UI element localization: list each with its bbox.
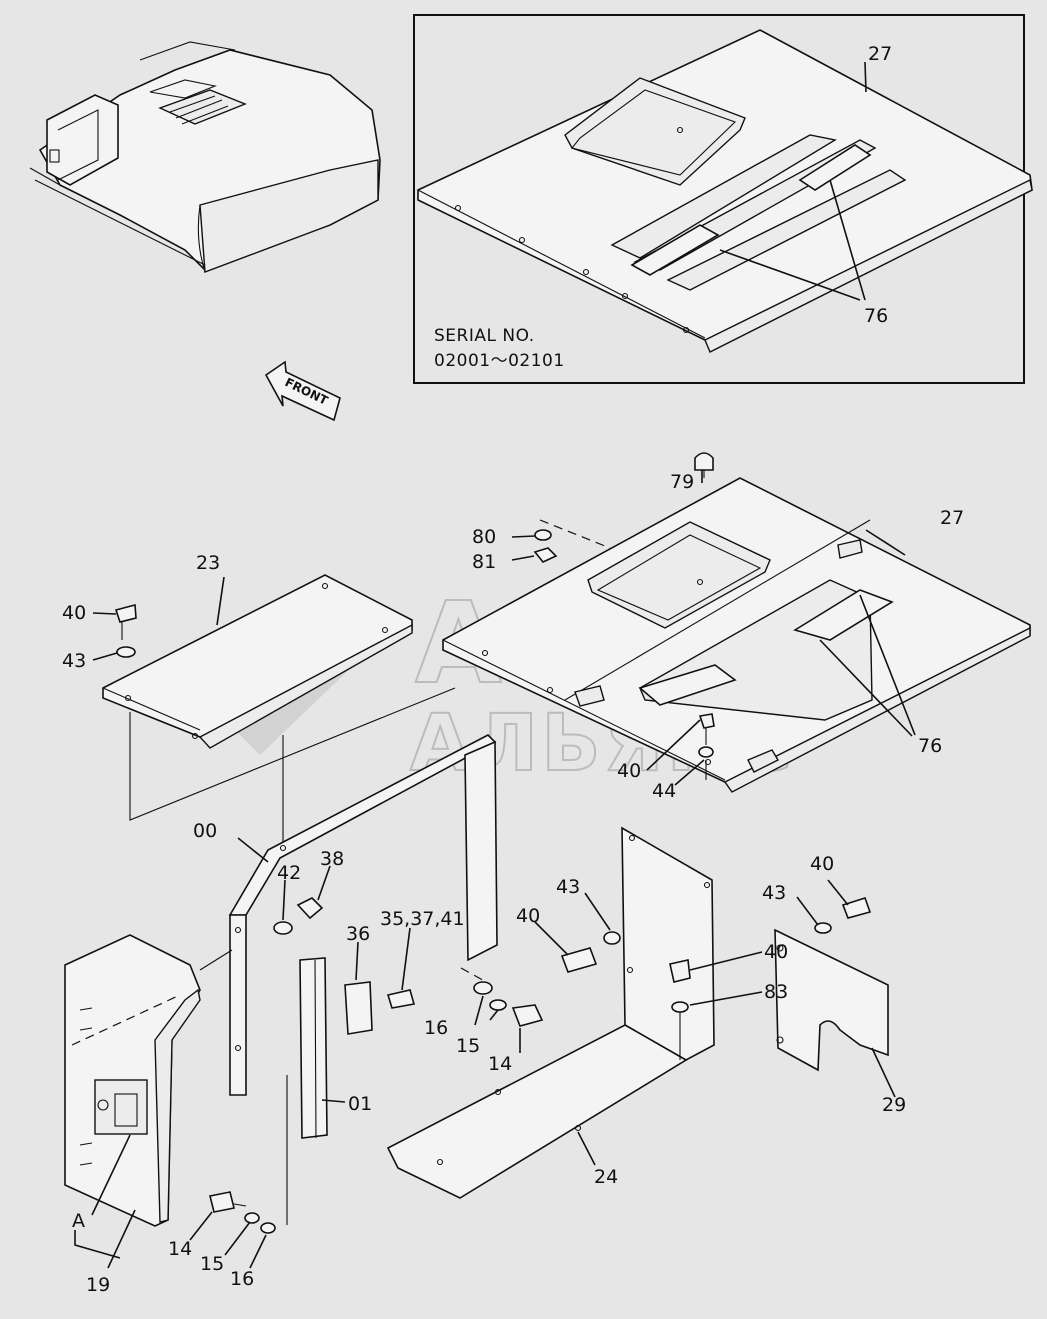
callout-43-a: 43 xyxy=(62,650,86,672)
callout-15-b: 15 xyxy=(200,1253,224,1275)
callout-43-c: 43 xyxy=(762,882,786,904)
callout-16-a: 16 xyxy=(424,1017,448,1039)
callout-19: 19 xyxy=(86,1274,110,1296)
callout-36: 36 xyxy=(346,923,370,945)
plate-29 xyxy=(774,897,889,1072)
callout-40-c: 40 xyxy=(516,905,540,927)
serial-inset-box: 27 76 SERIAL NO. 02001～02101 xyxy=(413,14,1033,384)
callout-00: 00 xyxy=(193,820,217,842)
callout-27: 27 xyxy=(940,507,964,529)
callouts: 79 80 81 27 23 40 43 76 40 44 00 38 42 3… xyxy=(62,471,964,1296)
machine-context-sketch xyxy=(29,41,381,273)
callout-42: 42 xyxy=(277,862,301,884)
callout-40-a: 40 xyxy=(62,602,86,624)
callout-29: 29 xyxy=(882,1094,906,1116)
callout-43-b: 43 xyxy=(556,876,580,898)
inset-callout-27: 27 xyxy=(868,43,892,65)
callout-76: 76 xyxy=(918,735,942,757)
fasteners-middle xyxy=(273,897,544,1225)
callout-35-37-41: 35,37,41 xyxy=(380,908,465,930)
callout-23: 23 xyxy=(196,552,220,574)
leader-lines xyxy=(74,470,896,1269)
callout-24: 24 xyxy=(594,1166,618,1188)
fasteners-bottom xyxy=(209,1191,276,1234)
front-direction-arrow: FRONT xyxy=(264,360,341,422)
inset-callout-76: 76 xyxy=(864,305,888,327)
serial-range: 02001～02101 xyxy=(434,351,565,371)
callout-81: 81 xyxy=(472,551,496,573)
callout-A: A xyxy=(72,1210,85,1232)
callout-40-e: 40 xyxy=(810,853,834,875)
panel-24 xyxy=(386,826,715,1199)
side-cover-19 xyxy=(64,934,233,1227)
callout-38: 38 xyxy=(320,848,344,870)
cover-27 xyxy=(442,452,1031,793)
callout-16-b: 16 xyxy=(230,1268,254,1290)
callout-14-a: 14 xyxy=(488,1053,512,1075)
cover-23 xyxy=(102,574,456,842)
callout-83: 83 xyxy=(764,981,788,1003)
callout-14-b: 14 xyxy=(168,1238,192,1260)
callout-44: 44 xyxy=(652,780,676,802)
callout-15-a: 15 xyxy=(456,1035,480,1057)
callout-79: 79 xyxy=(670,471,694,493)
serial-label: SERIAL NO. xyxy=(434,326,535,346)
callout-40-d: 40 xyxy=(764,941,788,963)
callout-80: 80 xyxy=(472,526,496,548)
frame-00 xyxy=(228,734,498,1096)
callout-40-b: 40 xyxy=(617,760,641,782)
callout-01: 01 xyxy=(348,1093,372,1115)
